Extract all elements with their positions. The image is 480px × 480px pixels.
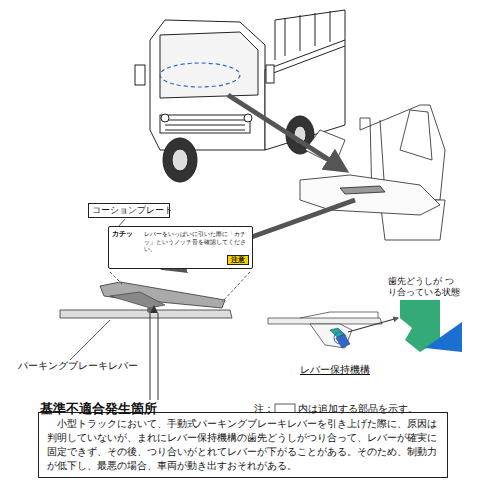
tooth-closeup <box>400 300 462 352</box>
node-text: コーションプレート <box>92 205 166 216</box>
note-label: 内は追加する部品を示す。 <box>298 403 418 416</box>
lever-holding-mechanism <box>268 312 382 348</box>
note-label: 注： <box>254 403 274 416</box>
part-label: パーキングブレーキレバー <box>18 360 138 373</box>
caution-plate: カチッレバーをいっぱいに引いた際に「カチッ」というノッチ音を確認してください。注… <box>108 226 253 269</box>
caption-tag-box: コーションプレート <box>88 203 170 218</box>
description-box: 小型トラックにおいて、手動式パーキングブレーキレバーを引き上げた際に、原因は判明… <box>38 412 448 478</box>
parking-brake-lever <box>60 282 232 318</box>
state-label: 歯先どうしが つり合っている状態 <box>388 276 460 299</box>
node-text: 小型トラックにおいて、手動式パーキングブレーキレバーを引き上げた際に、原因は判明… <box>47 417 439 473</box>
caution-text: カチッ <box>112 230 140 238</box>
cab-interior-drawing <box>300 105 445 240</box>
highlight-ellipse <box>160 63 240 87</box>
heading-label: 基準不適合発生箇所 <box>40 401 157 417</box>
warning-badge: 注意 <box>227 255 249 265</box>
part-label: レバー保持機構 <box>300 364 370 377</box>
caution-text: レバーをいっぱいに引いた際に「カチッ」というノッチ音を確認してください。 <box>144 230 249 253</box>
truck-drawing <box>135 10 345 182</box>
